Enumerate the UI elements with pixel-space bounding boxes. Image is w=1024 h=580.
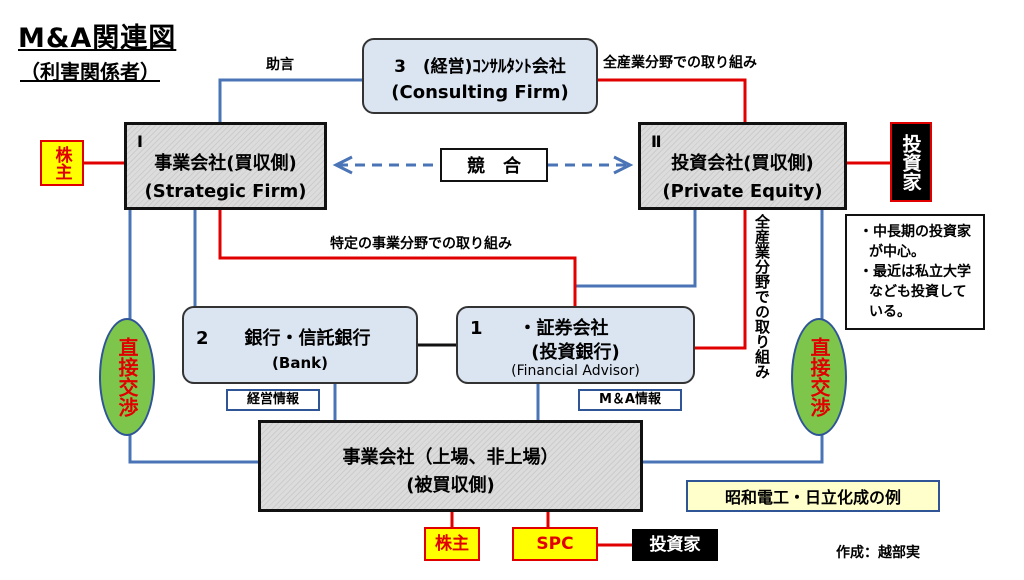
spc-box: SPC <box>512 527 598 561</box>
strategic-to-target-line <box>128 210 258 464</box>
direct-negotiation-right-label: 直接交渉 <box>807 337 831 417</box>
private-equity-name: 投資会社(買収側) <box>671 153 814 174</box>
consulting-firm-box[interactable]: 3 (経営)ｺﾝｻﾙﾀﾝﾄ会社 (Consulting Firm) <box>362 38 598 114</box>
compete-label: 競 合 <box>467 156 521 177</box>
strategic-specific-line <box>218 210 577 306</box>
securities-name: 1 ・証券会社 <box>470 318 609 339</box>
diagram-title: M&A関連図 <box>18 23 177 54</box>
compete-arrowhead-left <box>332 155 353 175</box>
strategic-firm-name: 事業会社(買収側) <box>154 153 297 174</box>
all-sectors-top-label: 全産業分野での取り組み <box>603 55 757 71</box>
ma-info-tag: M＆A情報 <box>578 389 682 411</box>
investor-label-bottom: 投資家 <box>649 535 701 555</box>
target-company-name: 事業会社（上場、非上場） <box>342 447 559 468</box>
investor-box-top: 投資家 <box>890 122 932 202</box>
pe-to-securities-red-line <box>695 210 747 350</box>
direct-negotiation-left-oval: 直接交渉 <box>99 318 155 436</box>
investor-note-1: ・中長期の投資家が中心。 <box>859 224 971 260</box>
securities-name-sub: (投資銀行) <box>531 342 620 363</box>
strategic-firm-english: (Strategic Firm) <box>144 181 307 202</box>
investor-notes-box: ・中長期の投資家が中心。 ・最近は私立大学なども投資している。 <box>845 214 985 330</box>
private-equity-english: (Private Equity) <box>662 181 823 202</box>
compete-arrowhead-right <box>613 155 634 175</box>
shareholder-label-bottom: 株主 <box>435 534 469 554</box>
shareholder-label-top: 株主 <box>51 146 72 180</box>
all-sectors-vertical-label: 全産業分野での取り組み <box>753 214 771 379</box>
investor-note-2: ・最近は私立大学なども投資している。 <box>859 264 971 320</box>
shareholder-box-bottom: 株主 <box>424 527 480 561</box>
example-box: 昭和電工・日立化成の例 <box>686 480 940 512</box>
target-company-box[interactable]: 事業会社（上場、非上場） (被買収側) <box>258 420 643 512</box>
bank-english: (Bank) <box>272 354 328 372</box>
example-label: 昭和電工・日立化成の例 <box>724 488 901 507</box>
consulting-firm-name: 3 (経営)ｺﾝｻﾙﾀﾝﾄ会社 <box>394 57 566 77</box>
strategic-firm-box[interactable]: Ⅰ 事業会社(買収側) (Strategic Firm) <box>124 122 327 210</box>
strategic-firm-number: Ⅰ <box>137 132 143 151</box>
author-label: 作成：越部実 <box>836 545 920 561</box>
consulting-firm-english: (Consulting Firm) <box>391 82 569 103</box>
direct-negotiation-left-label: 直接交渉 <box>115 337 139 417</box>
pe-to-securities-line <box>573 210 697 306</box>
ma-info-label: M＆A情報 <box>599 392 661 407</box>
direct-negotiation-right-oval: 直接交渉 <box>791 318 847 436</box>
investor-box-bottom: 投資家 <box>632 529 718 561</box>
shareholder-box-top: 株主 <box>40 140 84 186</box>
consult-to-pe-line <box>598 78 747 122</box>
securities-box[interactable]: 1 ・証券会社 (投資銀行) (Financial Advisor) <box>456 306 695 384</box>
investor-label-top: 投資家 <box>899 133 922 191</box>
pe-to-target-line <box>643 210 824 464</box>
private-equity-number: Ⅱ <box>651 132 662 151</box>
mgmt-info-label: 経営情報 <box>246 392 299 407</box>
spc-label: SPC <box>536 534 574 554</box>
bank-box[interactable]: 2 銀行・信託銀行 (Bank) <box>182 306 418 384</box>
advice-label: 助言 <box>266 57 294 73</box>
mgmt-info-tag: 経営情報 <box>226 389 320 411</box>
diagram-subtitle: （利害関係者） <box>20 60 160 84</box>
advice-line <box>218 78 362 122</box>
compete-box: 競 合 <box>440 148 548 182</box>
bank-name: 2 銀行・信託銀行 <box>196 328 371 349</box>
target-company-sub: (被買収側) <box>406 475 495 496</box>
private-equity-box[interactable]: Ⅱ 投資会社(買収側) (Private Equity) <box>638 122 847 210</box>
specific-sectors-label: 特定の事業分野での取り組み <box>330 236 512 252</box>
securities-english: (Financial Advisor) <box>511 363 640 379</box>
